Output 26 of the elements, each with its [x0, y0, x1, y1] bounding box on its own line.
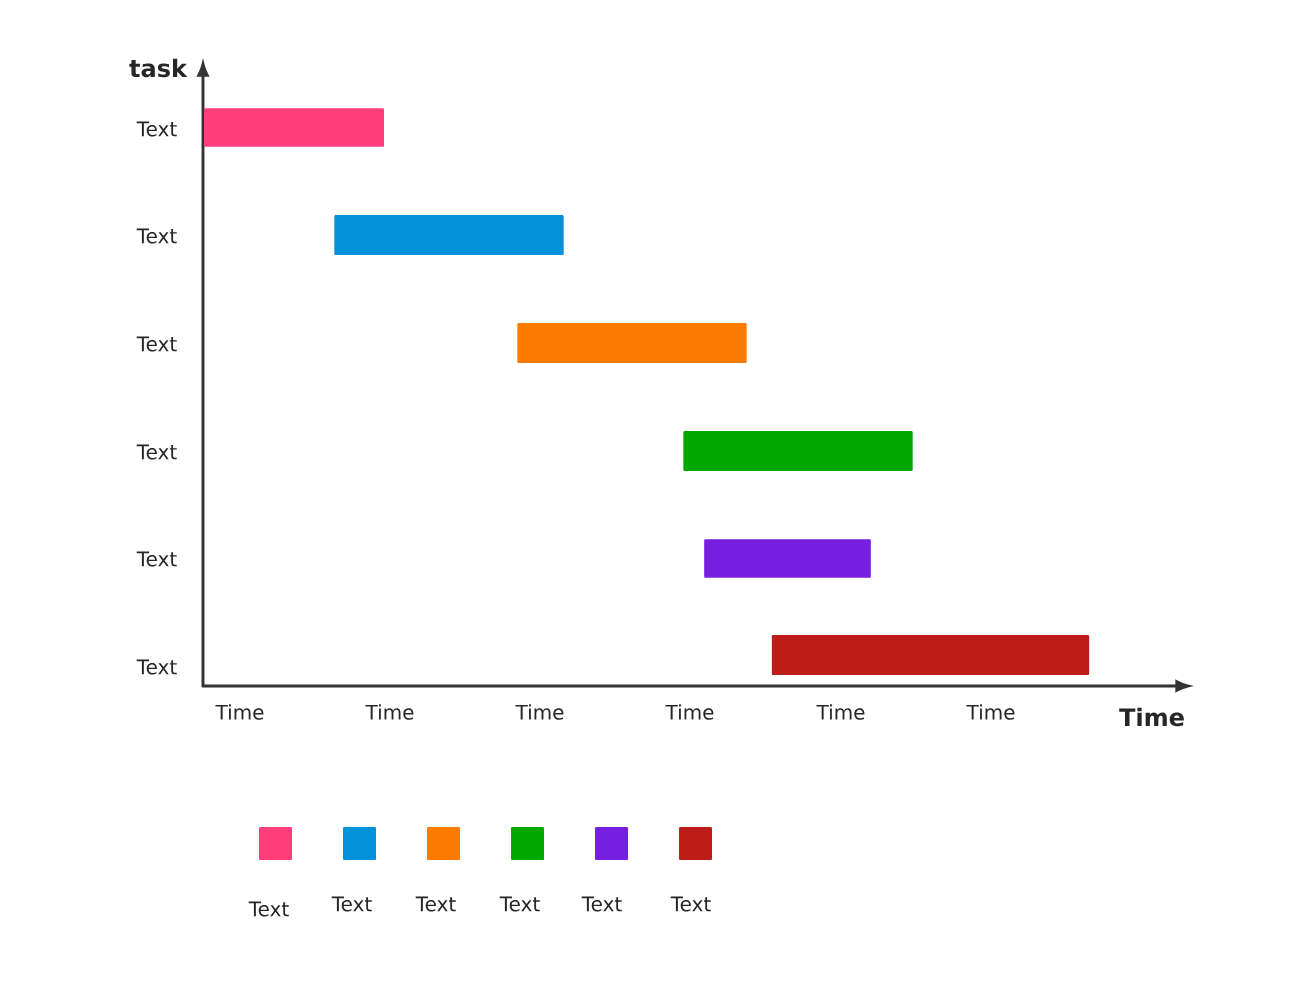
legend-label: Text — [499, 896, 540, 912]
axis-title: Time — [1119, 707, 1184, 727]
row-label: Text — [136, 228, 177, 244]
axis-title: task — [129, 58, 188, 78]
tick-label: Time — [665, 704, 714, 720]
row-label: Text — [136, 551, 177, 567]
legend-label: Text — [670, 896, 711, 912]
legend-label: Text — [331, 896, 372, 912]
row-label: Text — [136, 336, 177, 352]
gantt-bar — [683, 431, 913, 471]
legend-label: Text — [415, 896, 456, 912]
gantt-bar — [704, 539, 871, 578]
gantt-bar — [204, 108, 384, 147]
gantt-bar — [771, 635, 1090, 675]
tick-label: Time — [365, 704, 414, 720]
row-label: Text — [136, 659, 177, 675]
gantt-bar — [334, 215, 564, 255]
gantt-bar — [517, 323, 747, 363]
row-label: Text — [136, 444, 177, 460]
legend-label: Text — [581, 896, 622, 912]
row-label: Text — [136, 121, 177, 137]
tick-label: Time — [816, 704, 865, 720]
tick-label: Time — [215, 704, 264, 720]
legend-label: Text — [248, 901, 289, 917]
tick-label: Time — [515, 704, 564, 720]
tick-label: Time — [966, 704, 1015, 720]
